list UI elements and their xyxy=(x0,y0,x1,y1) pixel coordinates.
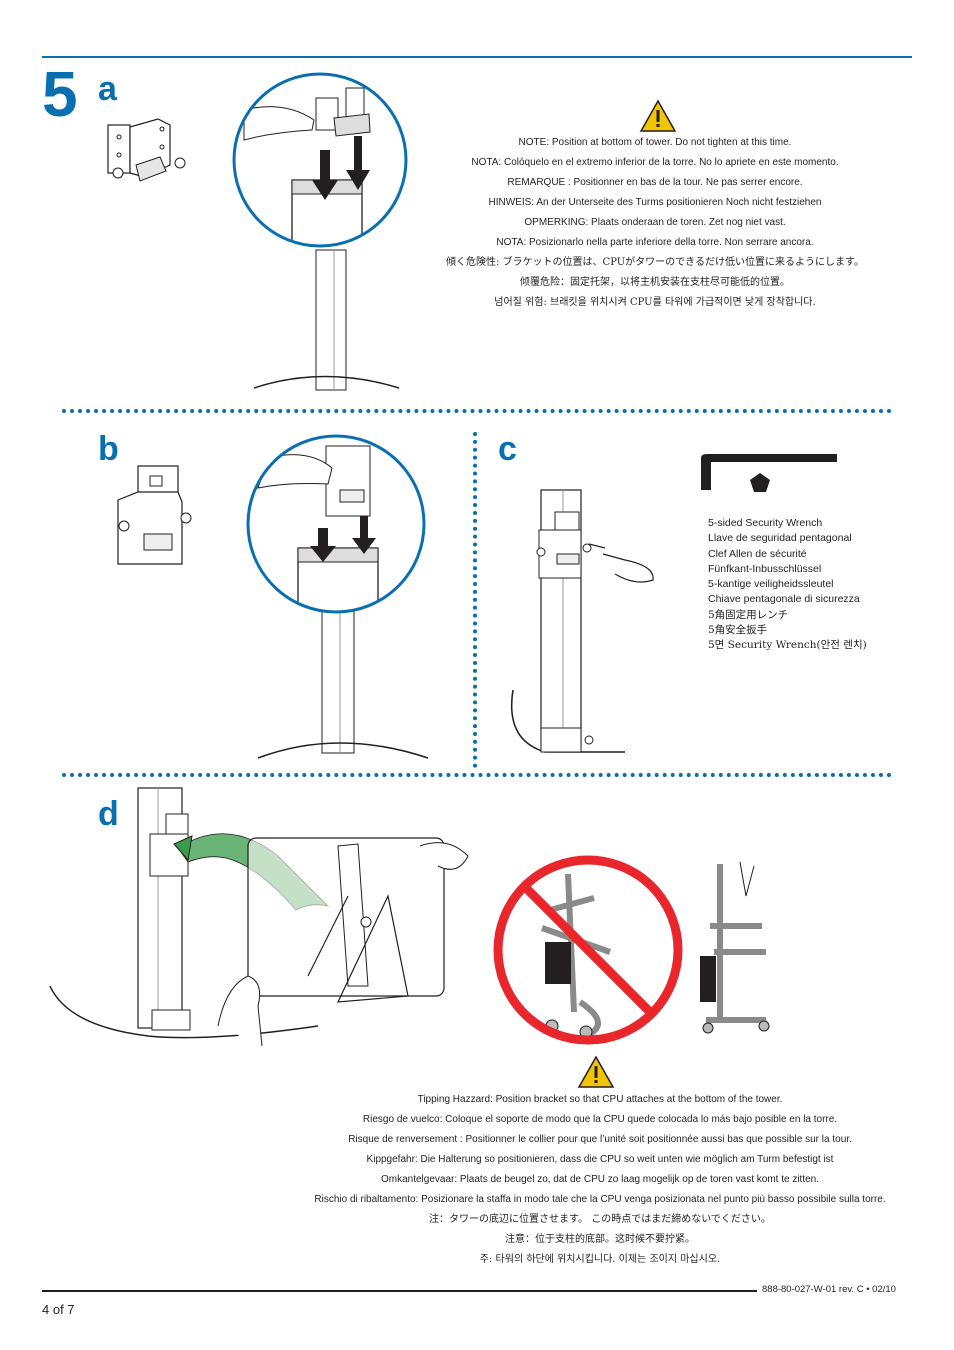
install-detail-b xyxy=(246,434,429,759)
note-d-line: 注：タワーの底辺に位置させます。 この時点ではまだ締めないでください。 xyxy=(429,1214,771,1225)
note-a-line: REMARQUE : Positionner en bas de la tour… xyxy=(507,177,803,188)
cpu-attach-illustration-d xyxy=(49,787,469,1047)
note-d-line: Tipping Hazzard: Position bracket so tha… xyxy=(417,1094,783,1105)
bracket-illustration-a xyxy=(107,118,186,182)
warning-icon xyxy=(639,99,677,132)
section-divider xyxy=(62,773,892,777)
document-code: 888-80-027-W-01 rev. C • 02/10 xyxy=(762,1284,896,1295)
note-d-line: Omkantelgevaar: Plaats de beugel zo, dat… xyxy=(380,1174,820,1185)
note-a-line: OPMERKING: Plaats onderaan de toren. Zet… xyxy=(524,217,786,228)
step-label-a: a xyxy=(98,70,117,108)
note-a-line: NOTE: Position at bottom of tower. Do no… xyxy=(518,137,792,148)
top-rule xyxy=(42,56,912,58)
security-wrench-icon xyxy=(701,454,837,492)
prohibited-sign-icon xyxy=(493,855,683,1045)
install-detail-a xyxy=(232,72,408,391)
wrench-label: 5角安全扳手 xyxy=(708,624,768,637)
note-d-line: Riesgo de vuelco: Coloque el soporte de … xyxy=(362,1114,838,1125)
note-a-line: NOTA: Colóquelo en el extremo inferior d… xyxy=(471,157,839,168)
note-d-line: 注意：位于支柱的底部。这时候不要拧紧。 xyxy=(505,1234,695,1245)
step-label-d: d xyxy=(98,795,119,833)
note-a-line: HINWEIS: An der Unterseite des Turms pos… xyxy=(488,197,822,208)
step-label-c: c xyxy=(498,430,517,468)
wrench-label: Llave de seguridad pentagonal xyxy=(708,532,852,545)
step-number: 5 xyxy=(42,58,78,130)
note-d-line: Kippgefahr: Die Halterung so positionier… xyxy=(366,1154,834,1165)
note-d: Tipping Hazzard: Position bracket so tha… xyxy=(280,1090,920,1270)
wrench-label: 5면 Security Wrench(안전 렌치) xyxy=(708,639,867,652)
note-a-line: 넘어질 위험: 브래킷을 위치시켜 CPU를 타워에 가급적이면 낮게 장착합니… xyxy=(494,297,816,308)
section-divider xyxy=(62,409,892,413)
note-a-line: 倾覆危险：固定托架，以将主机安装在支柱尽可能低的位置。 xyxy=(520,277,790,288)
wrench-label: 5-kantige veiligheidssleutel xyxy=(708,578,834,591)
note-d-line: Risque de renversement : Positionner le … xyxy=(348,1134,852,1145)
warning-icon xyxy=(577,1055,615,1088)
correct-configuration-illustration xyxy=(700,861,770,1034)
footer-rule xyxy=(42,1290,757,1292)
section-divider-vertical xyxy=(473,432,477,768)
wrench-label-list: 5-sided Security Wrench Llave de segurid… xyxy=(708,516,867,654)
note-d-line: 주: 타워의 하단에 위치시킵니다. 이제는 조이지 마십시오. xyxy=(479,1254,721,1265)
wrench-label: 5角固定用レンチ xyxy=(708,608,789,621)
note-a: NOTE: Position at bottom of tower. Do no… xyxy=(404,133,906,313)
step-label-b: b xyxy=(98,430,119,468)
note-a-line: NOTA: Posizionarlo nella parte inferiore… xyxy=(496,237,814,248)
wrench-label: 5-sided Security Wrench xyxy=(708,517,823,529)
page-number: 4 of 7 xyxy=(42,1302,75,1317)
wrench-label: Chiave pentagonale di sicurezza xyxy=(708,593,860,606)
tighten-illustration-c xyxy=(510,489,654,753)
note-a-line: 傾く危険性: ブラケットの位置は、CPUがタワーのできるだけ低い位置に来るように… xyxy=(446,257,864,268)
wrench-label: Clef Allen de sécurité xyxy=(708,547,807,560)
bracket-illustration-b xyxy=(117,465,192,565)
note-d-line: Rischio di ribaltamento: Posizionare la … xyxy=(314,1194,886,1205)
wrench-label: Fünfkant-Inbusschlüssel xyxy=(708,562,822,575)
